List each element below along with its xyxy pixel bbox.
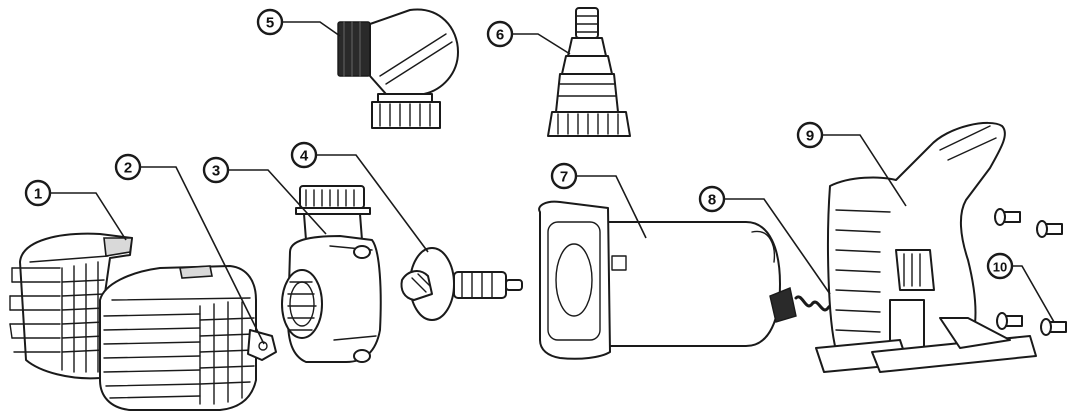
callout-2-label: 2 [124,160,132,177]
callout-4: 4 [290,141,318,169]
leader-2 [140,166,265,345]
screw-4 [1040,318,1067,336]
callout-1-label: 1 [34,186,42,203]
callout-1: 1 [24,179,52,207]
part-3-pump-housing [281,185,382,363]
leader-4 [316,154,429,253]
leader-1 [50,192,127,241]
callout-8: 8 [698,185,726,213]
leader-3 [228,169,327,235]
leader-8 [724,198,831,295]
part-10-screws [994,208,1067,336]
callout-9: 9 [796,121,824,149]
part-4-impeller [400,247,523,321]
callout-8-label: 8 [708,192,716,209]
callout-5-label: 5 [266,15,274,32]
callout-7-label: 7 [560,169,568,186]
part-5-elbow-outlet [337,8,459,129]
part-1-strainer-cage-front [9,232,133,380]
callout-3: 3 [202,156,230,184]
callout-5: 5 [256,8,284,36]
callout-4-label: 4 [300,148,309,165]
screw-3 [996,312,1023,330]
part-7-motor-body [538,200,781,360]
leader-6 [512,33,571,55]
callout-2: 2 [114,153,142,181]
leader-10 [1012,265,1055,323]
callout-10-label: 10 [993,260,1007,275]
leader-7 [576,175,647,239]
screw-2 [1036,220,1063,238]
part-6-hose-adaptor [547,7,631,137]
screw-1 [994,208,1021,226]
part-9-base-housing [815,122,1037,373]
callout-9-label: 9 [806,128,814,145]
part-2-strainer-cage-rear [99,265,277,411]
callout-7: 7 [550,162,578,190]
callout-3-label: 3 [212,163,220,180]
leader-9 [822,134,907,207]
leader-5 [282,21,341,37]
callout-10: 10 [986,252,1014,280]
callout-6: 6 [486,20,514,48]
callout-6-label: 6 [496,27,504,44]
leader-lines [50,21,1055,345]
